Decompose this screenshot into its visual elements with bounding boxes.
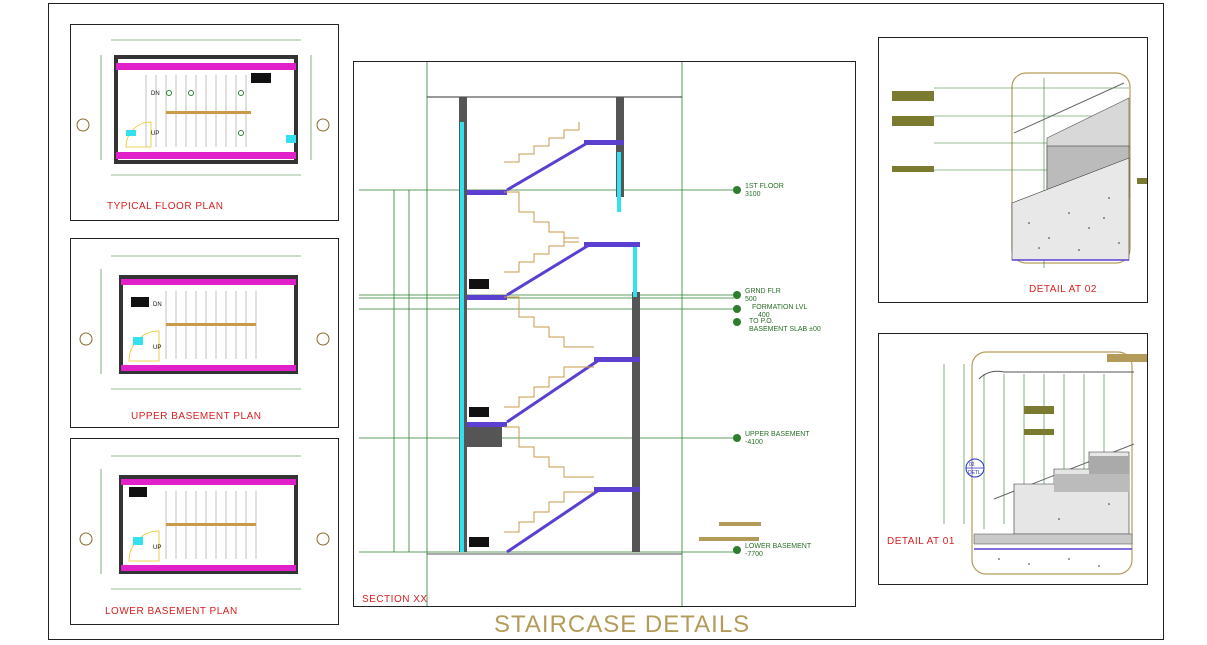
lower-basement-plan-caption: LOWER BASEMENT PLAN xyxy=(105,606,238,617)
section-xx-panel: 1ST FLOOR 3100 GRND FLR 500 FORMATION LV… xyxy=(353,61,856,607)
level-formation-name: FORMATION LVL xyxy=(752,304,807,311)
lower-up-label: UP xyxy=(153,545,161,551)
typical-up-label: UP xyxy=(151,131,159,137)
detail-tag-number: 02 xyxy=(969,462,975,468)
level-1st-floor-name: 1ST FLOOR xyxy=(745,183,784,190)
typical-dn-label: DN xyxy=(151,91,160,97)
level-basement-slab-name: TO P.O. xyxy=(749,318,774,325)
level-upper-basement-value: -4100 xyxy=(745,439,763,446)
upper-basement-plan-drawing: DN UP xyxy=(79,255,330,390)
level-ground-name: GRND FLR xyxy=(745,288,781,295)
level-ground-value: 500 xyxy=(745,296,757,303)
detail-01-panel: 02 DETL DETAIL AT 01 xyxy=(878,333,1148,585)
level-lower-basement-value: -7700 xyxy=(745,551,763,558)
detail-02-caption: DETAIL AT 02 xyxy=(1029,284,1097,295)
upper-up-label: UP xyxy=(153,345,161,351)
upper-dn-label: DN xyxy=(153,302,162,308)
level-formation-value: 400 xyxy=(758,312,770,319)
upper-basement-plan-panel: DN UP UPPER BASEMENT PLAN xyxy=(70,238,339,428)
detail-02-panel: DETAIL AT 02 xyxy=(878,37,1148,303)
section-xx-caption: SECTION XX xyxy=(362,594,428,605)
typical-floor-plan-caption: TYPICAL FLOOR PLAN xyxy=(107,201,224,212)
detail-01-caption: DETAIL AT 01 xyxy=(887,536,955,547)
drawing-sheet-border xyxy=(48,3,1164,640)
typical-floor-plan-panel: DN UP TYPICAL FLOOR PLAN xyxy=(70,24,339,221)
typical-floor-plan-drawing: DN UP xyxy=(76,39,330,176)
section-xx-drawing: 1ST FLOOR 3100 GRND FLR 500 FORMATION LV… xyxy=(359,62,821,606)
detail-tag-label: DETL xyxy=(968,470,981,476)
upper-basement-plan-caption: UPPER BASEMENT PLAN xyxy=(131,411,262,422)
level-lower-basement-name: LOWER BASEMENT xyxy=(745,543,812,550)
sheet-title: STAIRCASE DETAILS xyxy=(494,611,751,638)
level-basement-slab-value: BASEMENT SLAB ±00 xyxy=(749,326,821,333)
detail-01-drawing: 02 DETL xyxy=(943,351,1147,575)
level-1st-floor-value: 3100 xyxy=(745,191,761,198)
lower-basement-plan-panel: UP LOWER BASEMENT PLAN xyxy=(70,438,339,625)
level-upper-basement-name: UPPER BASEMENT xyxy=(745,431,810,438)
lower-basement-plan-drawing: UP xyxy=(79,455,330,590)
detail-02-drawing xyxy=(892,72,1147,268)
